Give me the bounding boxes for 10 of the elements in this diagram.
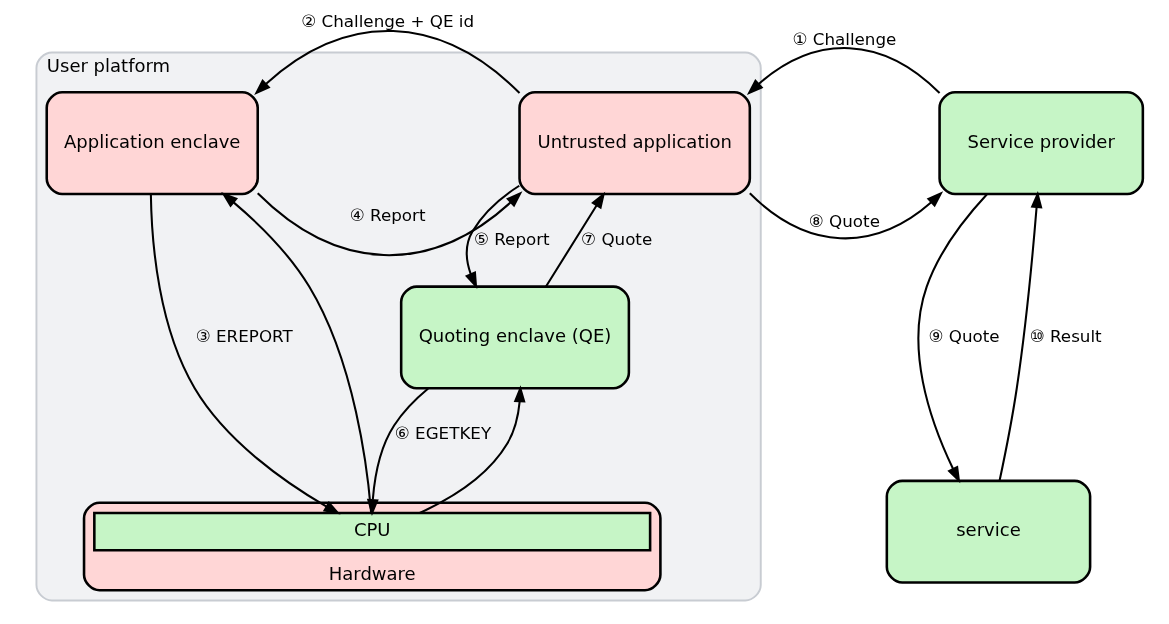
edge-label: ⑨ Quote: [928, 325, 1000, 346]
edge-label: ⑧ Quote: [808, 211, 880, 232]
edge-label: ④ Report: [349, 204, 426, 225]
edge-label: ② Challenge + QE id: [301, 10, 475, 31]
edge-label: ③ EREPORT: [195, 325, 293, 346]
edge-label: ⑦ Quote: [581, 228, 653, 249]
edge-label: ⑥ EGETKEY: [394, 422, 492, 443]
edge-label: ⑩ Result: [1029, 325, 1102, 346]
edge-label: ⑤ Report: [473, 228, 550, 249]
edge-label: ① Challenge: [792, 28, 897, 49]
